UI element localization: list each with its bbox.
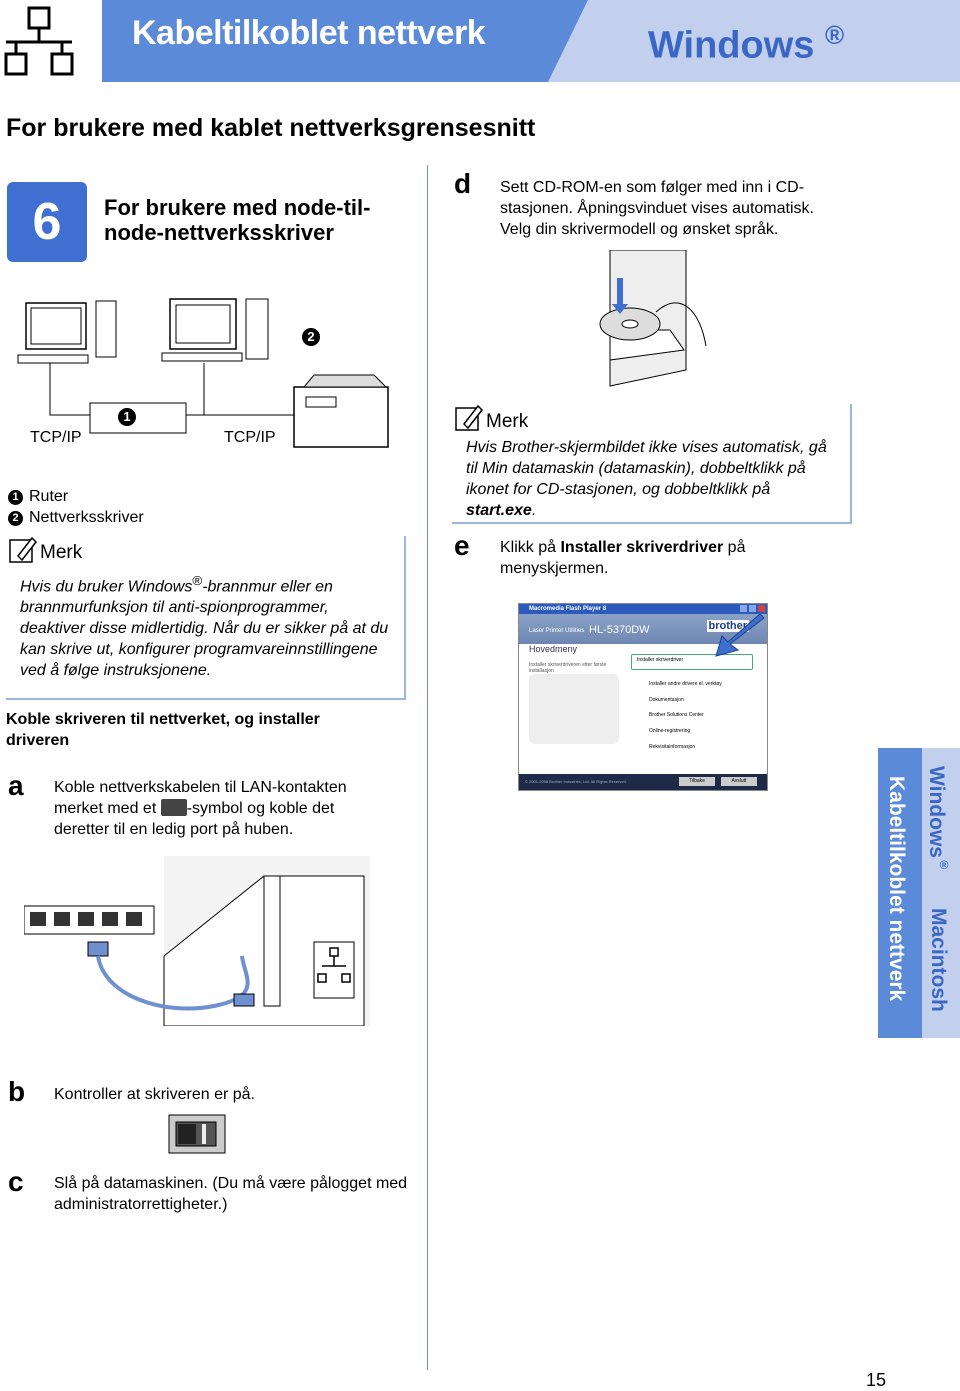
callout-2: 2 [302,328,326,347]
step-text: Klikk på Installer skriverdriver på meny… [500,539,746,577]
installer-desc: Installer skriverdriveren etter første i… [529,662,607,674]
close-icon [758,605,765,612]
installer-window: Macromedia Flash Player 8 Laser Printer … [518,603,768,791]
note-box [6,536,406,700]
page-heading: For brukere med kablet nettverksgrensesn… [6,114,536,142]
installer-titlebar: Macromedia Flash Player 8 [519,604,767,614]
header-section-band [102,0,588,82]
computer-icon [161,298,269,362]
tcpip-label-left: TCP/IP [30,429,82,446]
os-label: Windows ® [648,20,845,67]
installer-menu-item[interactable]: Installer andre drivere el. verktøy [649,681,722,687]
installer-menu-item[interactable]: Brother Solutions Center [649,712,704,718]
power-switch-icon [168,1114,226,1154]
note-title: Merk [486,411,529,432]
side-tab-wired [878,748,922,1038]
menu-highlight [631,654,753,670]
step-letter: a [8,770,24,801]
tcpip-label-right: TCP/IP [224,429,276,446]
pointer-arrow-icon [712,613,768,663]
network-diagram [14,295,414,455]
step-letter: c [8,1166,24,1197]
step-text: Koble nettverkskabelen til LAN-kontakten… [54,779,347,838]
step-text: Kontroller at skriveren er på. [54,1086,255,1103]
installer-menu-item[interactable]: Installer skriverdriver [637,657,684,663]
exit-button[interactable]: Avslutt [721,777,757,786]
cable-illustration [23,856,374,1027]
page-number: 15 [866,1370,887,1390]
side-tab-mac-windows [922,748,960,1038]
installer-menu-item[interactable]: Dokumentasjon [649,697,684,703]
installer-menu-item[interactable]: Rekvisitainformasjon [649,744,696,750]
note-box [452,404,852,524]
installer-menu-heading: Hovedmeny [529,644,578,654]
note-title: Merk [40,542,83,563]
column-divider [427,165,428,1370]
minimize-icon [740,605,747,612]
cd-insert-illustration [580,249,720,390]
note-text: Hvis Brother-skjermbildet ikke vises aut… [466,439,827,519]
lan-symbol-icon [160,799,187,816]
printer-image [529,674,619,744]
network-icon [0,0,102,82]
step-letter: b [8,1076,26,1107]
callout-1: 1 [118,408,142,427]
note-pencil-icon [8,536,38,569]
note-pencil-icon [454,404,484,437]
installer-menu-item[interactable]: Online-registrering [649,728,691,734]
step-text: Slå på datamaskinen. (Du må være pålogge… [54,1175,408,1213]
maximize-icon [749,605,756,612]
side-tab-windows-label: Windows® [925,766,951,872]
printer-icon [293,374,389,448]
computer-icon [17,300,117,364]
step-letter: e [454,530,470,561]
back-button[interactable]: Tilbake [679,777,715,786]
step-title: For brukere med node-til-node-nettverkss… [104,195,371,245]
step-text: Sett CD-ROM-en som følger med inn i CD-s… [500,179,814,238]
side-tab-mac-label: Macintosh [927,908,950,1012]
section-title: Kabeltilkoblet nettverk [132,14,486,52]
side-tab-wired-label: Kabeltilkoblet nettverk [885,776,908,1002]
note-text: Hvis du bruker Windows®-brannmur eller e… [20,573,389,680]
installer-footer: © 2001-2008 Brother Industries, Ltd. All… [519,774,767,790]
step-number-badge: 6 [7,182,87,262]
header-os-band [548,0,960,82]
connect-heading: Koble skriveren til nettverket, og insta… [6,711,320,749]
step-letter: d [454,168,472,199]
